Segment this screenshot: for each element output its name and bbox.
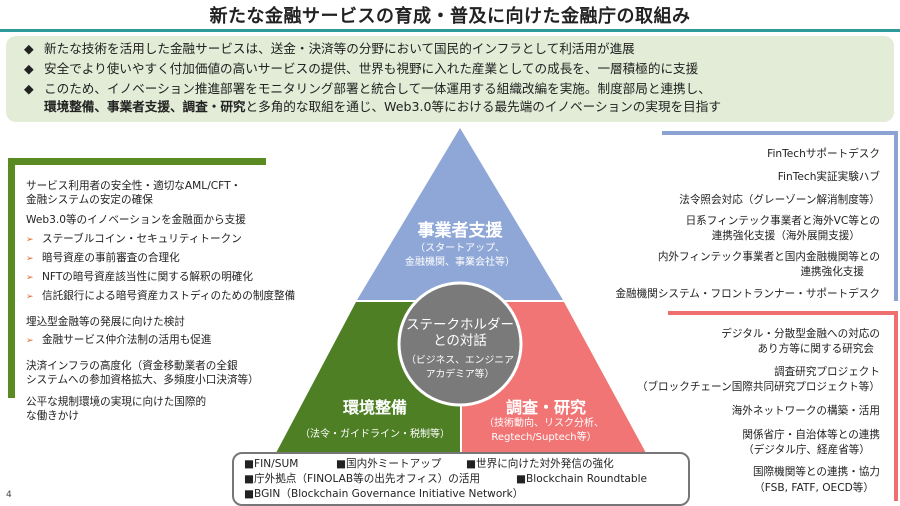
left-text-11: システムへの参加資格拡大、多頻度小口決済等）: [26, 374, 259, 386]
right-top-item-6: 金融機関システム・フロントランナー・サポートデスク: [615, 288, 880, 300]
left-item-7: ➢ 信託銀行による暗号資産カストディのための制度整備: [26, 290, 295, 304]
square-bullet-icon: ■: [244, 488, 255, 500]
arrow-bullet-icon: ➢: [26, 336, 34, 346]
right-bottom-item-2b: （ブロックチェーン国際共同研究プロジェクト等）: [636, 381, 880, 393]
left-item-6: ➢ NFTの暗号資産該当性に関する解釈の明確化: [26, 271, 253, 285]
right-bottom-panel-border: [668, 311, 898, 315]
left-item-text: 暗号資産の事前審査の合理化: [42, 252, 180, 264]
summary-line-4: 環境整備、事業者支援、調査・研究と多角的な取組を通じ、Web3.0等における最先…: [44, 99, 721, 115]
left-text-13: な働きかけ: [26, 410, 79, 422]
left-panel-top-border: [8, 158, 266, 165]
research-sub1: （技術動向、リスク分析、: [484, 418, 604, 429]
right-bottom-item-5a: 国際機関等との連携・協力: [752, 466, 880, 478]
left-text-12: 公平な規制環境の実現に向けた国際的: [26, 396, 207, 408]
environment-panel: サービス利用者の安全性・適切なAML/CFT・ 金融システムの安定の確保 Web…: [8, 158, 295, 448]
bottom-item-text: BGIN（Blockchain Governance Initiative Ne…: [254, 488, 524, 500]
bottom-item-1: ■FIN/SUM: [244, 458, 298, 471]
bottom-item-text: 国内外ミートアップ: [346, 458, 442, 470]
business-support-title: 事業者支援: [417, 221, 503, 241]
right-top-item-4b: 連携強化支援（海外展開支援）: [711, 230, 860, 242]
right-bottom-item-1a: デジタル・分散型金融への対応の: [721, 328, 880, 340]
summary-text-1: 新たな技術を活用した金融サービスは、送金・決済等の分野において国民的インフラとし…: [44, 41, 635, 56]
stakeholder-circle: [397, 281, 523, 407]
arrow-bullet-icon: ➢: [26, 254, 34, 264]
left-item-9: ➢ 金融サービス仲介法制の活用も促進: [26, 334, 212, 348]
right-bottom-item-3: 海外ネットワークの構築・活用: [731, 405, 880, 417]
summary-text-2: 安全でより使いやすく付加価値の高いサービスの提供、世界も視野に入れた産業としての…: [44, 61, 699, 76]
square-bullet-icon: ■: [516, 473, 527, 485]
bottom-item-4: ■庁外拠点（FINOLAB等の出先オフィス）の活用: [244, 473, 480, 486]
right-bottom-item-4b: （デジタル庁、経産省等）: [743, 444, 870, 456]
left-item-4: ➢ ステーブルコイン・セキュリティトークン: [26, 233, 242, 247]
right-top-item-5a: 内外フィンテック事業者と国内金融機関等との: [657, 251, 880, 263]
research-title: 調査・研究: [505, 398, 586, 417]
stakeholder-sub2: アカデミア等）: [425, 369, 495, 380]
arrow-bullet-icon: ➢: [26, 273, 34, 283]
right-top-panel-side-border: [894, 131, 898, 301]
left-text-1: サービス利用者の安全性・適切なAML/CFT・: [26, 180, 242, 192]
left-text-3: Web3.0等のイノベーションを金融面から支援: [26, 214, 246, 226]
bottom-item-text: Blockchain Roundtable: [526, 473, 648, 485]
summary-box: ◆ 新たな技術を活用した金融サービスは、送金・決済等の分野において国民的インフラと…: [6, 36, 894, 122]
summary-text-3: このため、イノベーション推進部署をモニタリング部署と統合して一体運用する組織改編…: [44, 81, 711, 96]
page-title: 新たな金融サービスの育成・普及に向けた金融庁の取組み: [209, 6, 691, 27]
summary-line-1: ◆ 新たな技術を活用した金融サービスは、送金・決済等の分野において国民的インフラと…: [24, 41, 635, 57]
right-bottom-panel-side-border: [894, 311, 898, 501]
right-top-item-2: FinTech実証実験ハブ: [777, 171, 880, 183]
right-top-item-5b: 連携強化支援: [800, 266, 864, 278]
left-panel-side-border: [8, 158, 15, 398]
environment-sub: （法令・ガイドライン・税制等）: [300, 429, 450, 440]
diamond-bullet-icon: ◆: [24, 41, 34, 56]
left-item-text: NFTの暗号資産該当性に関する解釈の明確化: [42, 271, 253, 283]
bottom-item-text: FIN/SUM: [254, 458, 299, 470]
right-bottom-item-2a: 調査研究プロジェクト: [774, 366, 880, 378]
business-support-segment: [357, 128, 563, 300]
right-bottom-item-4a: 関係省庁・自治体等との連携: [742, 429, 880, 441]
page-number: 4: [6, 490, 12, 500]
arrow-bullet-icon: ➢: [26, 235, 34, 245]
summary-line-3: ◆ このため、イノベーション推進部署をモニタリング部署と統合して一体運用する組織改…: [24, 81, 711, 97]
square-bullet-icon: ■: [244, 458, 255, 470]
bottom-item-text: 庁外拠点（FINOLAB等の出先オフィス）の活用: [254, 473, 481, 485]
arrow-bullet-icon: ➢: [26, 292, 34, 302]
stakeholder-title-1: ステークホルダー: [406, 317, 514, 333]
left-item-text: 信託銀行による暗号資産カストディのための制度整備: [42, 290, 296, 302]
right-bottom-item-1b: あり方等に関する研究会: [757, 343, 874, 355]
left-text-8: 埋込型金融等の発展に向けた検討: [26, 316, 185, 328]
right-top-panel-border: [662, 131, 898, 135]
bottom-item-6: ■BGIN（Blockchain Governance Initiative N…: [244, 488, 523, 501]
left-item-text: ステーブルコイン・セキュリティトークン: [42, 233, 242, 245]
diamond-bullet-icon: ◆: [24, 61, 34, 76]
summary-text-4: と多角的な取組を通じ、Web3.0等における最先端のイノベーションの実現を目指す: [245, 99, 721, 114]
business-support-sub2: 金融機関、事業会社等）: [405, 257, 515, 268]
right-top-item-3: 法令照会対応（グレーゾーン解消制度等）: [679, 194, 880, 206]
right-bottom-item-5b: （FSB, FATF, OECD等）: [754, 482, 874, 494]
environment-title: 環境整備: [342, 398, 407, 417]
square-bullet-icon: ■: [244, 473, 255, 485]
business-support-panel: FinTechサポートデスク FinTech実証実験ハブ 法令照会対応（グレーゾ…: [560, 131, 900, 306]
stakeholder-sub1: （ビジネス、エンジニア: [406, 355, 514, 366]
stakeholder-title-2: との対話: [433, 333, 487, 349]
dialogue-events-box: ■FIN/SUM ■国内外ミートアップ ■世界に向けた対外発信の強化 ■庁外拠点…: [232, 452, 690, 506]
diamond-bullet-icon: ◆: [24, 81, 34, 96]
bottom-item-2: ■国内外ミートアップ: [336, 458, 441, 471]
right-top-item-4a: 日系フィンテック事業者と海外VC等との: [685, 215, 880, 227]
business-support-sub1: （スタートアップ、: [415, 243, 505, 254]
left-item-text: 金融サービス仲介法制の活用も促進: [42, 334, 212, 346]
title-underline: [0, 29, 900, 32]
left-text-2: 金融システムの安定の確保: [26, 194, 153, 206]
right-top-item-1: FinTechサポートデスク: [767, 148, 880, 160]
summary-line-2: ◆ 安全でより使いやすく付加価値の高いサービスの提供、世界も視野に入れた産業として…: [24, 61, 698, 77]
bottom-item-3: ■世界に向けた対外発信の強化: [466, 458, 614, 471]
research-panel: デジタル・分散型金融への対応の あり方等に関する研究会 調査研究プロジェクト （…: [560, 311, 900, 506]
bottom-item-5: ■Blockchain Roundtable: [516, 473, 647, 486]
square-bullet-icon: ■: [336, 458, 347, 470]
bottom-item-text: 世界に向けた対外発信の強化: [476, 458, 614, 470]
square-bullet-icon: ■: [466, 458, 477, 470]
research-sub2: Regtech/Suptech等）: [491, 432, 597, 443]
summary-text-4-bold: 環境整備、事業者支援、調査・研究: [44, 99, 246, 114]
left-item-5: ➢ 暗号資産の事前審査の合理化: [26, 252, 180, 266]
left-text-10: 決済インフラの高度化（資金移動業者の全銀: [26, 360, 238, 372]
